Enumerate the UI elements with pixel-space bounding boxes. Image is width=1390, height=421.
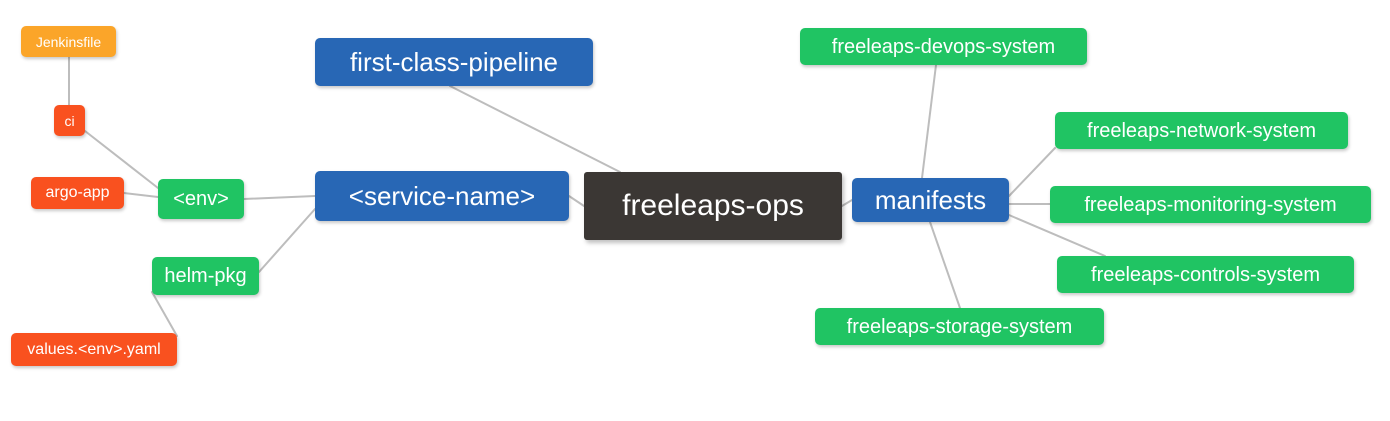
node-label: values.<env>.yaml [27,340,161,358]
edge-root-to-pipeline [449,85,621,173]
node-label: freeleaps-network-system [1087,119,1316,142]
node-label: freeleaps-monitoring-system [1084,193,1337,216]
node-label: freeleaps-ops [622,189,804,222]
node-argo[interactable]: argo-app [31,177,124,209]
node-label: Jenkinsfile [35,33,102,50]
node-manifests[interactable]: manifests [852,178,1009,222]
edge-manifests-to-network [1008,147,1056,197]
edge-root-to-manifests [841,199,853,207]
edge-service-to-env [243,195,316,200]
edge-helm-to-values [151,291,178,337]
edge-manifests-to-storage [929,221,961,309]
node-label: freeleaps-storage-system [846,315,1073,338]
node-label: ci [64,112,75,129]
node-network[interactable]: freeleaps-network-system [1055,112,1348,149]
edge-env-to-argo [123,192,159,198]
node-values[interactable]: values.<env>.yaml [11,333,177,366]
edge-service-to-helm [258,208,316,273]
node-service[interactable]: <service-name> [315,171,569,221]
node-pipeline[interactable]: first-class-pipeline [315,38,593,86]
node-label: freeleaps-controls-system [1091,263,1320,286]
node-devops[interactable]: freeleaps-devops-system [800,28,1087,65]
node-label: <service-name> [348,181,536,211]
node-label: first-class-pipeline [349,47,559,77]
node-monitoring[interactable]: freeleaps-monitoring-system [1050,186,1371,223]
edge-manifests-to-devops [921,64,937,179]
node-controls[interactable]: freeleaps-controls-system [1057,256,1354,293]
node-root[interactable]: freeleaps-ops [584,172,842,240]
node-storage[interactable]: freeleaps-storage-system [815,308,1104,345]
node-label: argo-app [45,184,110,201]
node-label: <env> [173,188,229,210]
node-jenkins[interactable]: Jenkinsfile [21,26,116,57]
node-label: freeleaps-devops-system [831,35,1056,58]
node-helm[interactable]: helm-pkg [152,257,259,295]
node-label: manifests [874,185,987,215]
node-env[interactable]: <env> [158,179,244,219]
edge-root-to-service [568,195,585,207]
node-ci[interactable]: ci [54,105,85,136]
node-label: helm-pkg [164,265,247,287]
